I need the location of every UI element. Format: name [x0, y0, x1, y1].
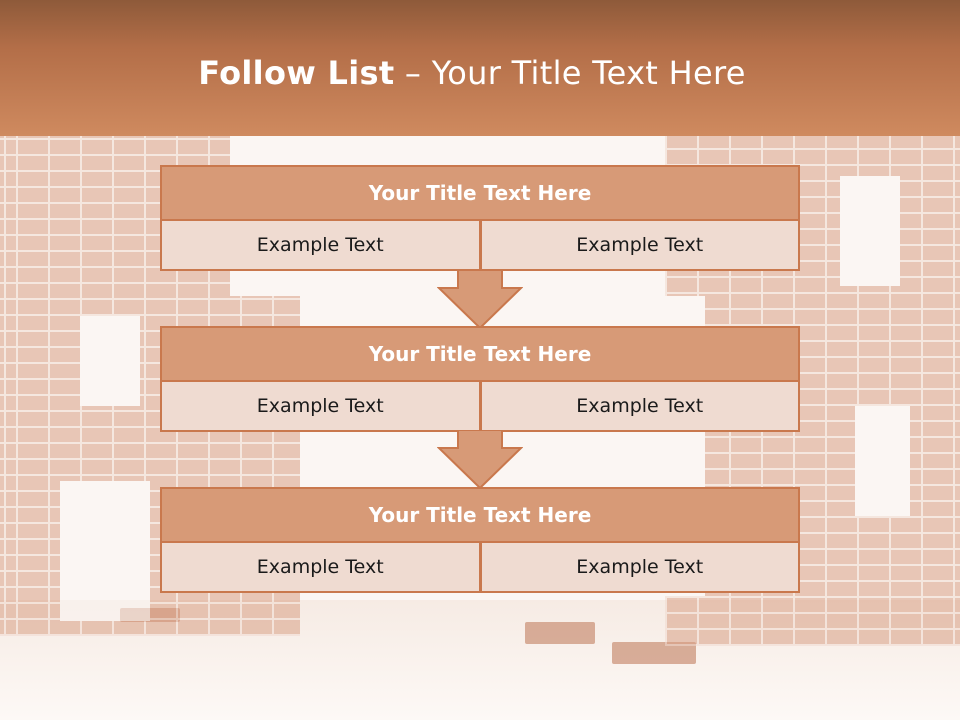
step-box-2: Your Title Text Here Example Text Exampl…	[160, 326, 800, 432]
slide-title: Follow List – Your Title Text Here	[0, 54, 944, 92]
header-banner	[0, 0, 960, 136]
slide-title-bold: Follow List	[198, 54, 395, 92]
step-3-left-text: Example Text	[160, 543, 481, 593]
down-arrow-icon	[437, 270, 523, 330]
step-3-title: Your Title Text Here	[160, 487, 800, 543]
down-arrow-icon	[437, 430, 523, 490]
step-1-left-text: Example Text	[160, 221, 481, 271]
brick-rubble	[612, 642, 696, 664]
brick-rubble	[525, 622, 595, 644]
step-box-3: Your Title Text Here Example Text Exampl…	[160, 487, 800, 593]
step-3-right-text: Example Text	[480, 543, 800, 593]
step-1-title: Your Title Text Here	[160, 165, 800, 221]
step-2-left-text: Example Text	[160, 382, 481, 432]
step-box-1: Your Title Text Here Example Text Exampl…	[160, 165, 800, 271]
step-2-right-text: Example Text	[480, 382, 800, 432]
step-1-right-text: Example Text	[480, 221, 800, 271]
step-2-title: Your Title Text Here	[160, 326, 800, 382]
slide-title-rest: – Your Title Text Here	[394, 54, 746, 92]
